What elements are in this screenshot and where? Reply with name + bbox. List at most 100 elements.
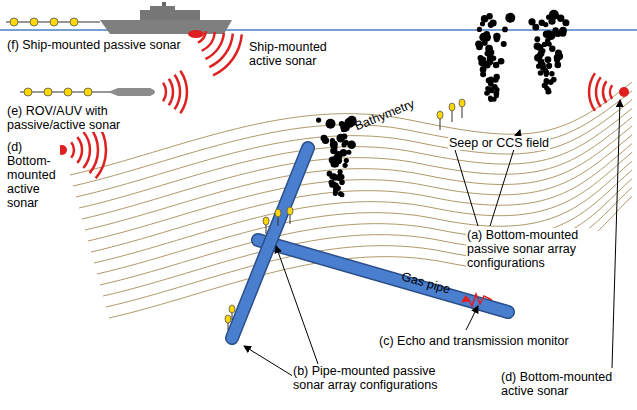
bathymetry-lines [70, 82, 632, 318]
bubble [336, 175, 342, 181]
sonar-arc [596, 77, 601, 107]
bubble [346, 150, 351, 155]
bubble [333, 183, 338, 188]
sonar-arc [90, 127, 98, 173]
sensor-stalk [440, 118, 441, 130]
sonar-arc [163, 83, 166, 101]
sonar-arc [175, 75, 180, 109]
bubble [551, 77, 557, 83]
annotation-label: (d) Bottom-mounted active sonar [500, 370, 632, 398]
bubble [494, 87, 499, 92]
annotation-label: Seep or CCS field [448, 136, 550, 150]
ship [100, 2, 232, 38]
sonar-source [619, 87, 629, 97]
bubble [482, 33, 491, 42]
annotation-label: (e) ROV/AUV with passive/active sonar [6, 104, 138, 132]
bubble [540, 65, 546, 71]
bubble [333, 191, 338, 196]
sonar-arc [169, 79, 173, 105]
sonar-arc [180, 71, 187, 113]
bubble [340, 122, 350, 132]
bubble [552, 27, 558, 33]
bubble [490, 19, 497, 26]
sonar-arc [198, 31, 206, 43]
bubble [547, 89, 552, 94]
bubble [330, 147, 337, 154]
hydrophone [225, 315, 231, 323]
annotation-label: (b) Pipe-mounted passive sonar array con… [292, 364, 454, 392]
annotation-label: (f) Ship-mounted passive sonar [6, 38, 182, 52]
bubble [539, 20, 545, 26]
hydrophone [229, 305, 235, 313]
bubble [326, 119, 336, 129]
bubble [502, 27, 508, 33]
sonar-arc [71, 142, 74, 157]
contour-line [70, 82, 632, 175]
bubble [316, 118, 321, 123]
bubble [333, 155, 339, 161]
bubble-plumes [316, 10, 569, 197]
sonar-pings [57, 31, 629, 178]
bubble [342, 143, 347, 148]
bubble [339, 192, 344, 197]
bubble [559, 30, 566, 37]
bubble [486, 77, 492, 83]
bubble [476, 44, 483, 51]
sonar-arc [202, 32, 215, 51]
contour-line [76, 100, 632, 197]
bubble [545, 56, 552, 63]
hydrophone [437, 111, 443, 119]
bubble [549, 71, 554, 76]
bubble [478, 56, 484, 62]
sonar-arc [206, 33, 224, 59]
bubble [485, 45, 493, 53]
bubble [340, 149, 347, 156]
bubble [480, 21, 485, 26]
bubble [494, 74, 500, 80]
bubble [485, 91, 490, 96]
contour-line [88, 135, 632, 241]
bubble [489, 88, 494, 93]
bubble [344, 158, 349, 163]
annotation-label: (a) Bottom-mounted passive sonar array c… [466, 228, 598, 270]
bubble [494, 36, 500, 42]
bubble [486, 59, 492, 65]
sonar-arc [77, 137, 82, 163]
echo-signal [462, 294, 492, 306]
sonar-arc [83, 132, 90, 168]
rov-auv [20, 88, 155, 96]
bubble [343, 163, 348, 168]
bubble [505, 13, 515, 23]
bubble [330, 138, 335, 143]
annotation-label: Bathymetry [352, 96, 418, 133]
bubble [336, 134, 345, 143]
sensor-stalk [266, 224, 267, 234]
sensor-stalk [290, 214, 291, 224]
contour-line [73, 91, 632, 186]
hydrophone [263, 217, 269, 225]
bubble [545, 30, 552, 37]
sonar-arc [589, 73, 595, 111]
bubble [332, 160, 339, 167]
bubble [544, 78, 550, 84]
bubble [501, 41, 507, 47]
annotation-label: Ship-mounted active sonar [248, 40, 330, 68]
bubble [321, 135, 328, 142]
bubble [341, 127, 346, 132]
hydrophone [459, 99, 465, 107]
sonar-arc [610, 85, 612, 99]
bubble [484, 90, 489, 95]
bubble [333, 154, 340, 161]
leader-lines [244, 100, 620, 378]
bubble [536, 53, 542, 59]
contour-line [106, 188, 632, 307]
hydrophone [287, 207, 293, 215]
contour-line [109, 196, 632, 318]
sensor-stalk [462, 106, 463, 118]
bubble [538, 70, 544, 76]
bubble [478, 55, 484, 61]
bubble [331, 173, 337, 179]
bubble [549, 14, 556, 21]
bubble [545, 38, 550, 43]
sensor-stalk [278, 216, 279, 226]
